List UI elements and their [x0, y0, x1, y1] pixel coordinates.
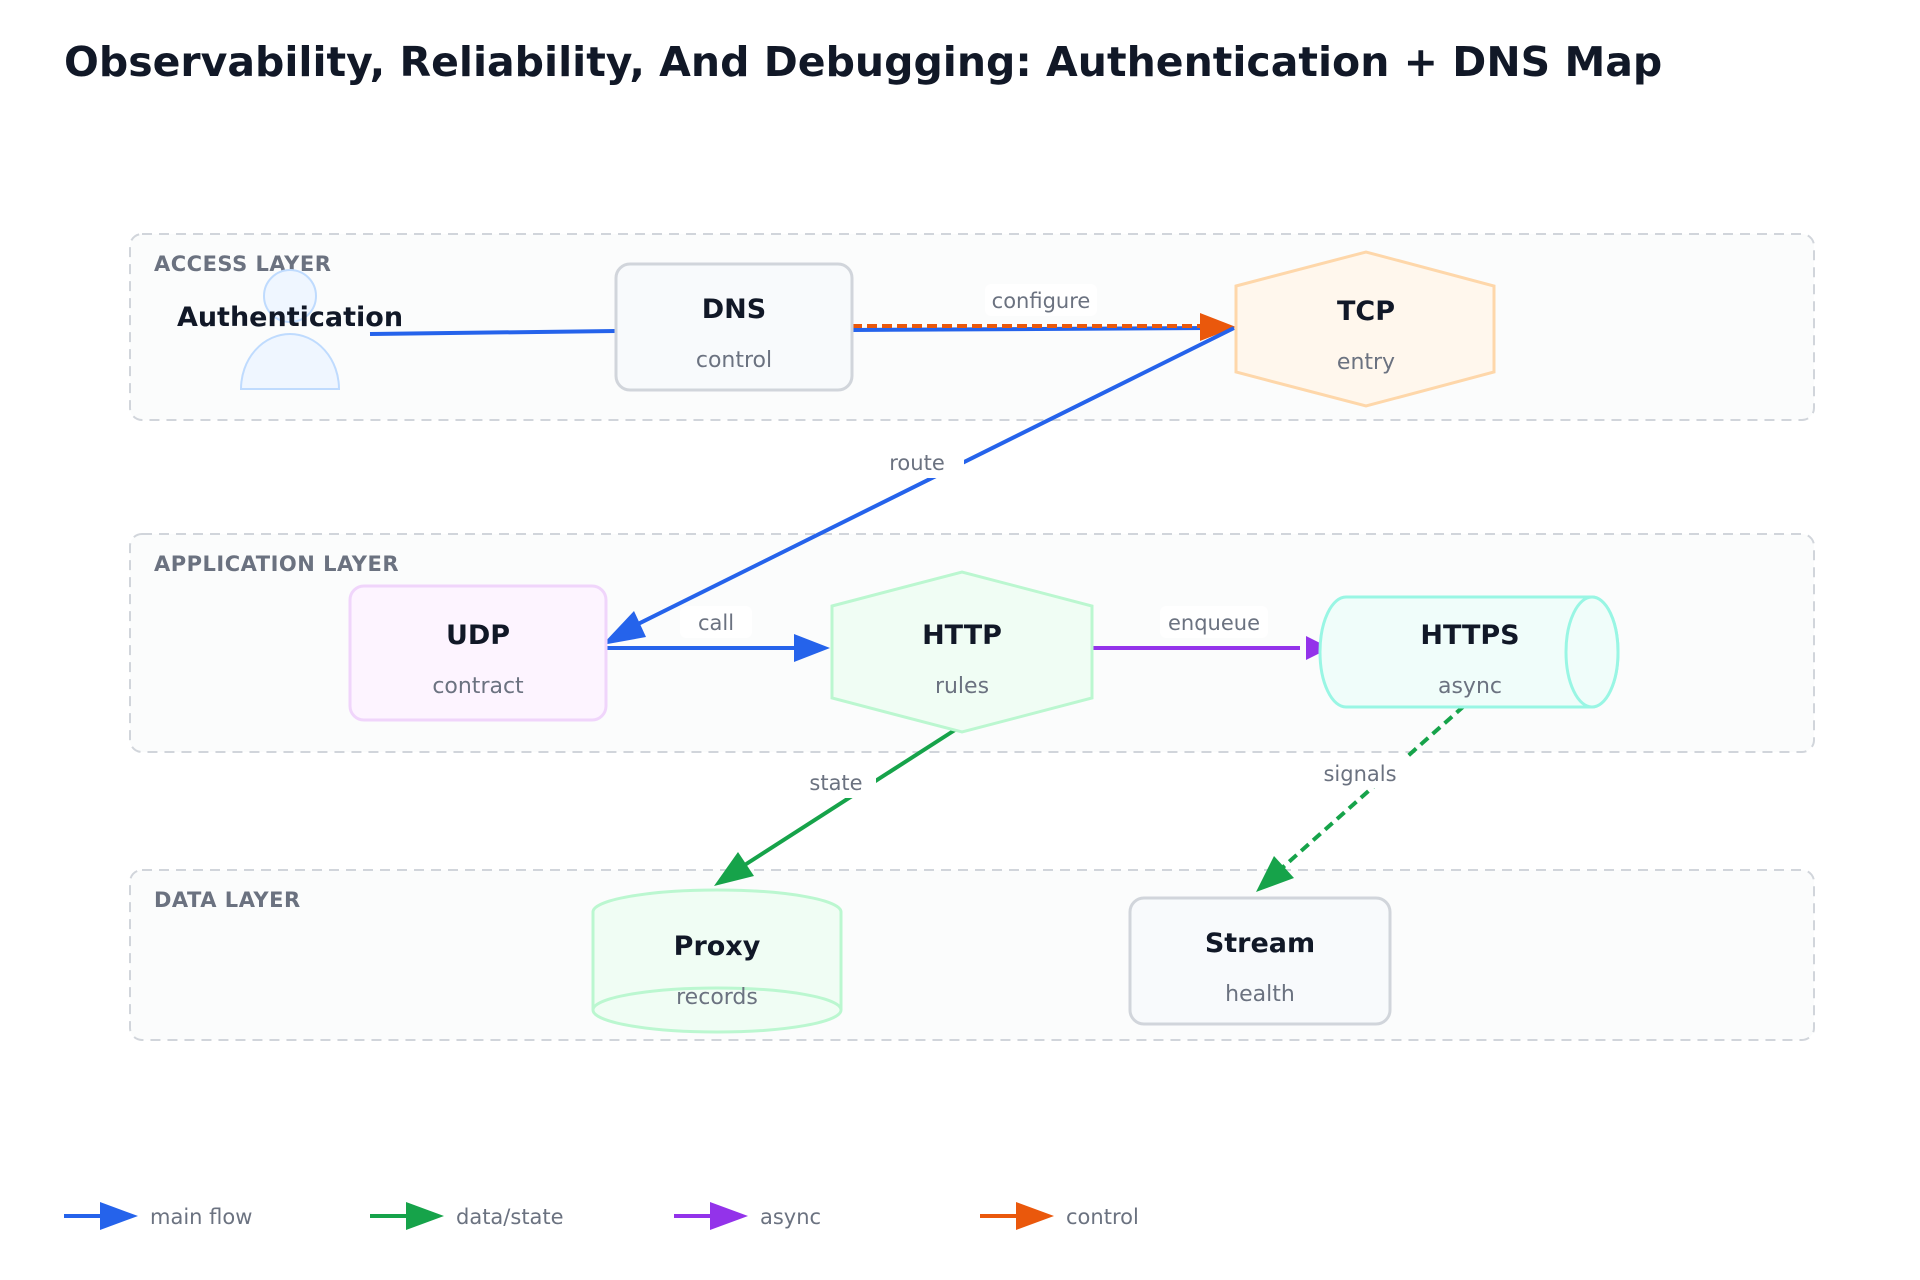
node-proxy[interactable]: Proxy records [591, 888, 843, 1034]
edges: configure route call enqueue state signa… [369, 284, 1466, 892]
node-subtitle-https: async [1438, 674, 1502, 699]
node-subtitle-dns: control [696, 348, 772, 373]
edge-label-call: call [698, 611, 734, 635]
legend-label-data-state: data/state [456, 1205, 564, 1229]
edge-auth-dns [369, 329, 617, 336]
node-title-stream: Stream [1205, 928, 1315, 959]
edge-label-bg-state [798, 766, 876, 798]
node-title-udp: UDP [446, 620, 510, 651]
node-tcp[interactable]: TCP entry [1234, 250, 1496, 408]
node-subtitle-udp: contract [432, 674, 524, 699]
lane-label-access: ACCESS LAYER [154, 252, 331, 276]
edge-https-stream-arrowhead [1256, 856, 1294, 892]
actor-body-icon [239, 333, 341, 390]
edge-label-bg-call [680, 606, 752, 638]
node-title-tcp: TCP [1337, 296, 1395, 327]
edge-label-configure: configure [992, 289, 1091, 313]
node-title-proxy: Proxy [674, 931, 761, 962]
lane-label-application: APPLICATION LAYER [154, 552, 399, 576]
legend-label-control: control [1066, 1205, 1139, 1229]
node-stream[interactable]: Stream health [1128, 896, 1392, 1026]
node-title-https: HTTPS [1420, 620, 1519, 651]
node-subtitle-http: rules [935, 674, 989, 699]
node-http[interactable]: HTTP rules [830, 570, 1094, 734]
legend-label-async: async [760, 1205, 821, 1229]
legend-label-main-flow: main flow [150, 1205, 252, 1229]
edge-label-enqueue: enqueue [1168, 611, 1260, 635]
actor-head-icon [263, 269, 317, 323]
edge-http-https-arrowhead [1306, 636, 1330, 660]
edge-label-signals: signals [1323, 762, 1396, 786]
edge-tcp-udp-arrowhead [602, 611, 646, 645]
legend-item-data-state: data/state [370, 1202, 564, 1230]
node-udp[interactable]: UDP contract [348, 584, 608, 722]
edge-dns-tcp-arrowhead [1200, 313, 1236, 341]
edge-label-bg-signals [1312, 756, 1408, 788]
node-subtitle-stream: health [1225, 982, 1295, 1007]
edge-dns-tcp-main [851, 326, 1213, 332]
legend-item-control: control [980, 1202, 1139, 1230]
node-subtitle-tcp: entry [1337, 350, 1395, 375]
edge-label-bg-route [872, 446, 964, 478]
lane-label-data: DATA LAYER [154, 888, 301, 912]
node-title-http: HTTP [922, 620, 1002, 651]
node-authentication[interactable]: Authentication [177, 269, 403, 390]
node-title-dns: DNS [702, 294, 766, 325]
edge-label-route: route [889, 451, 944, 475]
legend-item-main-flow: main flow [64, 1202, 252, 1230]
edge-http-proxy-arrowhead [714, 852, 754, 886]
legend: main flow data/state async control [64, 1202, 1139, 1230]
page-title: Observability, Reliability, And Debuggin… [64, 38, 1662, 86]
edge-udp-http-arrowhead [794, 634, 830, 662]
edge-label-state: state [809, 771, 862, 795]
node-https[interactable]: HTTPS async [1318, 595, 1620, 709]
edge-label-bg-enqueue [1160, 606, 1268, 638]
edge-label-bg-configure [985, 284, 1097, 316]
legend-item-async: async [674, 1202, 821, 1230]
node-subtitle-proxy: records [676, 985, 758, 1010]
node-title-authentication: Authentication [177, 302, 403, 333]
node-dns[interactable]: DNS control [614, 262, 854, 392]
lane-data: DATA LAYER [129, 869, 1815, 1041]
